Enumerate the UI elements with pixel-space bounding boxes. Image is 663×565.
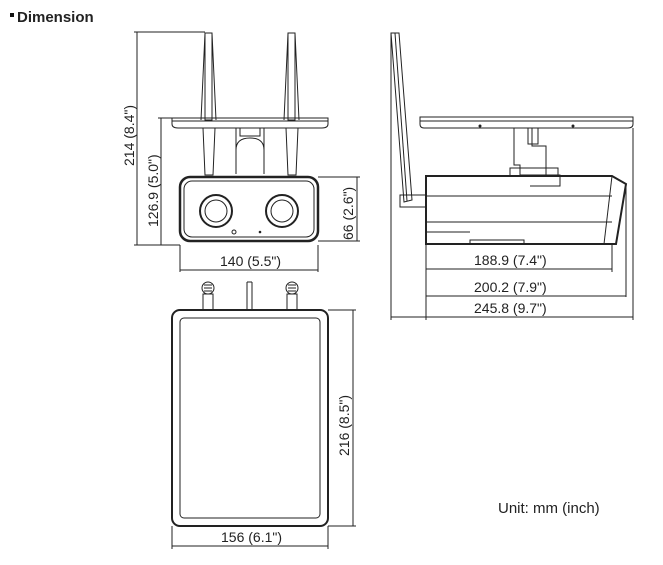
- top-antenna-left: [201, 281, 215, 311]
- top-mount-stub: [246, 281, 253, 310]
- side-antenna: [390, 32, 413, 203]
- front-antenna-left: [200, 32, 217, 176]
- side-camera-body: [425, 175, 628, 245]
- front-solar-panel: [171, 117, 329, 129]
- label-front-body-height: 66 (2.6"): [340, 187, 356, 240]
- unit-note: Unit: mm (inch): [498, 500, 600, 517]
- top-view: [171, 281, 356, 549]
- right-lens: [265, 194, 299, 228]
- label-side-depth-body: 188.9 (7.4"): [474, 252, 547, 268]
- label-top-height: 216 (8.5"): [336, 395, 352, 456]
- front-camera-body: [178, 175, 320, 243]
- top-solar-panel: [171, 309, 329, 527]
- left-lens: [199, 194, 233, 228]
- side-solar-panel: [419, 116, 634, 129]
- label-side-depth-mount: 200.2 (7.9"): [474, 279, 547, 295]
- top-antenna-right: [285, 281, 299, 311]
- bullet-icon: [10, 13, 14, 18]
- label-top-width: 156 (6.1"): [221, 529, 282, 545]
- section-heading: Dimension: [10, 9, 94, 26]
- front-antenna-right: [283, 32, 300, 176]
- label-front-height-total: 214 (8.4"): [121, 105, 137, 166]
- front-mount-arm: [235, 128, 265, 174]
- section-heading-text: Dimension: [17, 9, 94, 26]
- label-side-depth-total: 245.8 (9.7"): [474, 300, 547, 316]
- label-front-width: 140 (5.5"): [220, 253, 281, 269]
- label-front-height-mount: 126.9 (5.0"): [145, 154, 161, 227]
- front-view: [134, 31, 360, 272]
- side-view: [390, 32, 634, 320]
